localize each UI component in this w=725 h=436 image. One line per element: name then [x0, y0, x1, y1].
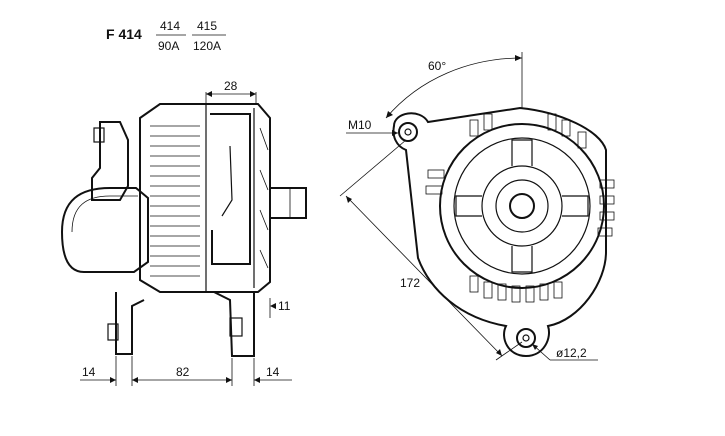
- left-mount-foot: [115, 292, 145, 355]
- vent-slots: [425, 113, 615, 303]
- right-mount-foot: [213, 291, 255, 357]
- dim-left-foot: 14: [82, 365, 96, 379]
- dim-diagonal: 172: [400, 276, 420, 290]
- dim-top-width: 28: [224, 79, 238, 93]
- dim-bottom-row: [80, 356, 292, 386]
- dim-bolt-thread: M10: [348, 118, 372, 132]
- bearing-boss: [481, 165, 563, 247]
- alternator-front-view: 60° M10 172 ø12,2: [339, 52, 615, 361]
- dim-right-foot: 14: [266, 365, 280, 379]
- outer-ring: [439, 123, 605, 289]
- shaft: [269, 187, 307, 219]
- dim-mount-span: 82: [176, 365, 190, 379]
- lower-mount-hole: [516, 328, 536, 348]
- variant-1-rating: 90A: [158, 39, 179, 53]
- rear-cover: [60, 187, 149, 273]
- terminal-housing: [91, 121, 129, 201]
- alternator-side-view: 28 11 14 82 14: [60, 79, 307, 386]
- variant-2-code: 415: [197, 19, 217, 33]
- spokes: [455, 139, 589, 273]
- dim-top-28: [205, 91, 257, 104]
- cooling-fins: [150, 125, 200, 277]
- drive-end-shield: [210, 113, 251, 265]
- shaft-bore: [509, 193, 535, 219]
- dim-angle: 60°: [428, 59, 446, 73]
- front-housing: [392, 106, 607, 358]
- diagonal-dim-line: [345, 195, 503, 357]
- upper-mount-hole: [398, 122, 418, 142]
- dim-hole-dia: ø12,2: [556, 346, 587, 360]
- angle-arc: [385, 57, 523, 119]
- header: F 414 414 90A 415 120A: [106, 19, 226, 53]
- variant-1-code: 414: [160, 19, 180, 33]
- dim-right-gap: 11: [278, 299, 291, 313]
- dim-right-11: [269, 298, 276, 318]
- variant-2-rating: 120A: [193, 39, 221, 53]
- terminal-stud: [93, 127, 105, 143]
- model-title: F 414: [106, 26, 142, 42]
- stator-body: [139, 103, 271, 293]
